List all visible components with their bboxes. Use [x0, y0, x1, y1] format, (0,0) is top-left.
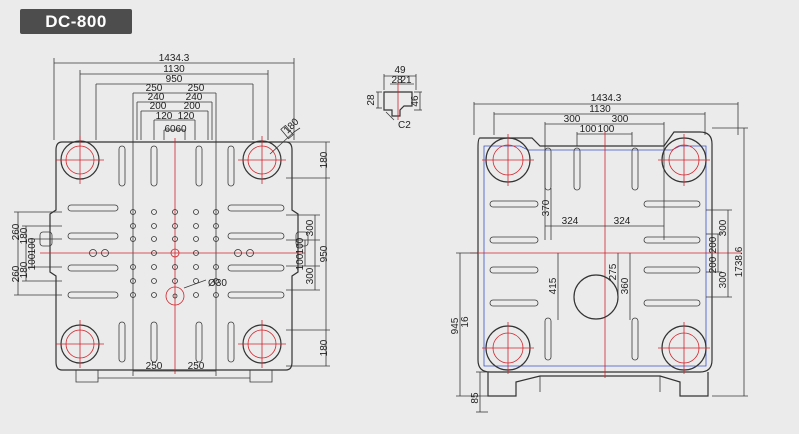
dim-left-120-a: 120 — [156, 111, 173, 122]
dim-right-360: 360 — [620, 277, 631, 294]
dim-right-300-a: 300 — [564, 114, 581, 125]
dim-right-side-300-top: 300 — [718, 219, 729, 236]
detail-dim-28-side: 28 — [366, 94, 377, 106]
dim-right-370: 370 — [541, 199, 552, 216]
dim-left-slot-span: 950 — [166, 74, 183, 85]
dim-right-415: 415 — [548, 277, 559, 294]
dim-right-left-85: 85 — [470, 392, 481, 404]
left-platen-view — [14, 58, 330, 383]
dim-left-right-100-a: 100 — [295, 237, 306, 254]
dim-left-left-260-top: 260 — [11, 223, 22, 240]
slot-callout-label: 180 — [282, 116, 302, 136]
dim-right-side-200-a: 200 — [708, 236, 719, 253]
dim-left-right-100-b: 100 — [295, 253, 306, 270]
hole-diameter-callout: Ø30 — [208, 278, 227, 289]
detail-dim-28-top: 28 — [391, 75, 403, 86]
dim-left-right-180-bottom: 180 — [319, 339, 330, 356]
dim-right-side-300-bottom: 300 — [718, 271, 729, 288]
dim-left-bottom-250-a: 250 — [146, 361, 163, 372]
dim-left-right-950: 950 — [319, 245, 330, 262]
dim-right-overall-width: 1434.3 — [591, 93, 622, 104]
dim-left-left-180-top: 180 — [19, 227, 30, 244]
dim-right-300-b: 300 — [612, 114, 629, 125]
dim-left-200-a: 200 — [150, 101, 167, 112]
dim-left-60-b: 60 — [175, 124, 187, 135]
dim-right-324-a: 324 — [562, 216, 579, 227]
dim-left-bottom-250-b: 250 — [188, 361, 205, 372]
dim-left-right-180-top: 180 — [319, 151, 330, 168]
dim-left-left-100-b: 100 — [27, 253, 38, 270]
dim-left-left-260-bottom: 260 — [11, 265, 22, 282]
dim-right-275: 275 — [608, 263, 619, 280]
dim-left-250-a: 250 — [146, 83, 163, 94]
dim-left-tiebar-span: 1130 — [163, 64, 185, 75]
dim-right-left-945: 945 — [450, 317, 461, 334]
dim-left-left-100-a: 100 — [27, 237, 38, 254]
dim-left-right-300-bottom: 300 — [305, 267, 316, 284]
dim-left-240-b: 240 — [186, 92, 203, 103]
dim-right-left-16: 16 — [460, 316, 471, 328]
dim-right-324-b: 324 — [614, 216, 631, 227]
detail-dim-49: 49 — [394, 65, 406, 76]
dim-right-100-a: 100 — [580, 124, 597, 135]
model-badge: DC-800 — [20, 9, 132, 34]
dim-right-tiebar-span: 1130 — [589, 104, 611, 115]
detail-dim-21: 21 — [400, 75, 412, 86]
dim-left-left-180-bottom: 180 — [19, 261, 30, 278]
dim-left-right-300-top: 300 — [305, 219, 316, 236]
dim-left-200-b: 200 — [184, 101, 201, 112]
right-platen-view — [456, 102, 748, 413]
dim-left-250-b: 250 — [188, 83, 205, 94]
dim-left-overall-width: 1434.3 — [159, 53, 190, 64]
dim-left-120-b: 120 — [178, 111, 195, 122]
tslot-detail — [376, 74, 422, 121]
dim-right-side-1738: 1738.6 — [734, 246, 745, 277]
dim-right-100-b: 100 — [598, 124, 615, 135]
detail-chamfer-label: C2 — [398, 120, 411, 131]
dim-left-60-a: 60 — [164, 124, 176, 135]
dim-right-side-200-b: 200 — [708, 256, 719, 273]
dim-left-240-a: 240 — [148, 92, 165, 103]
detail-dim-46: 46 — [410, 95, 421, 107]
